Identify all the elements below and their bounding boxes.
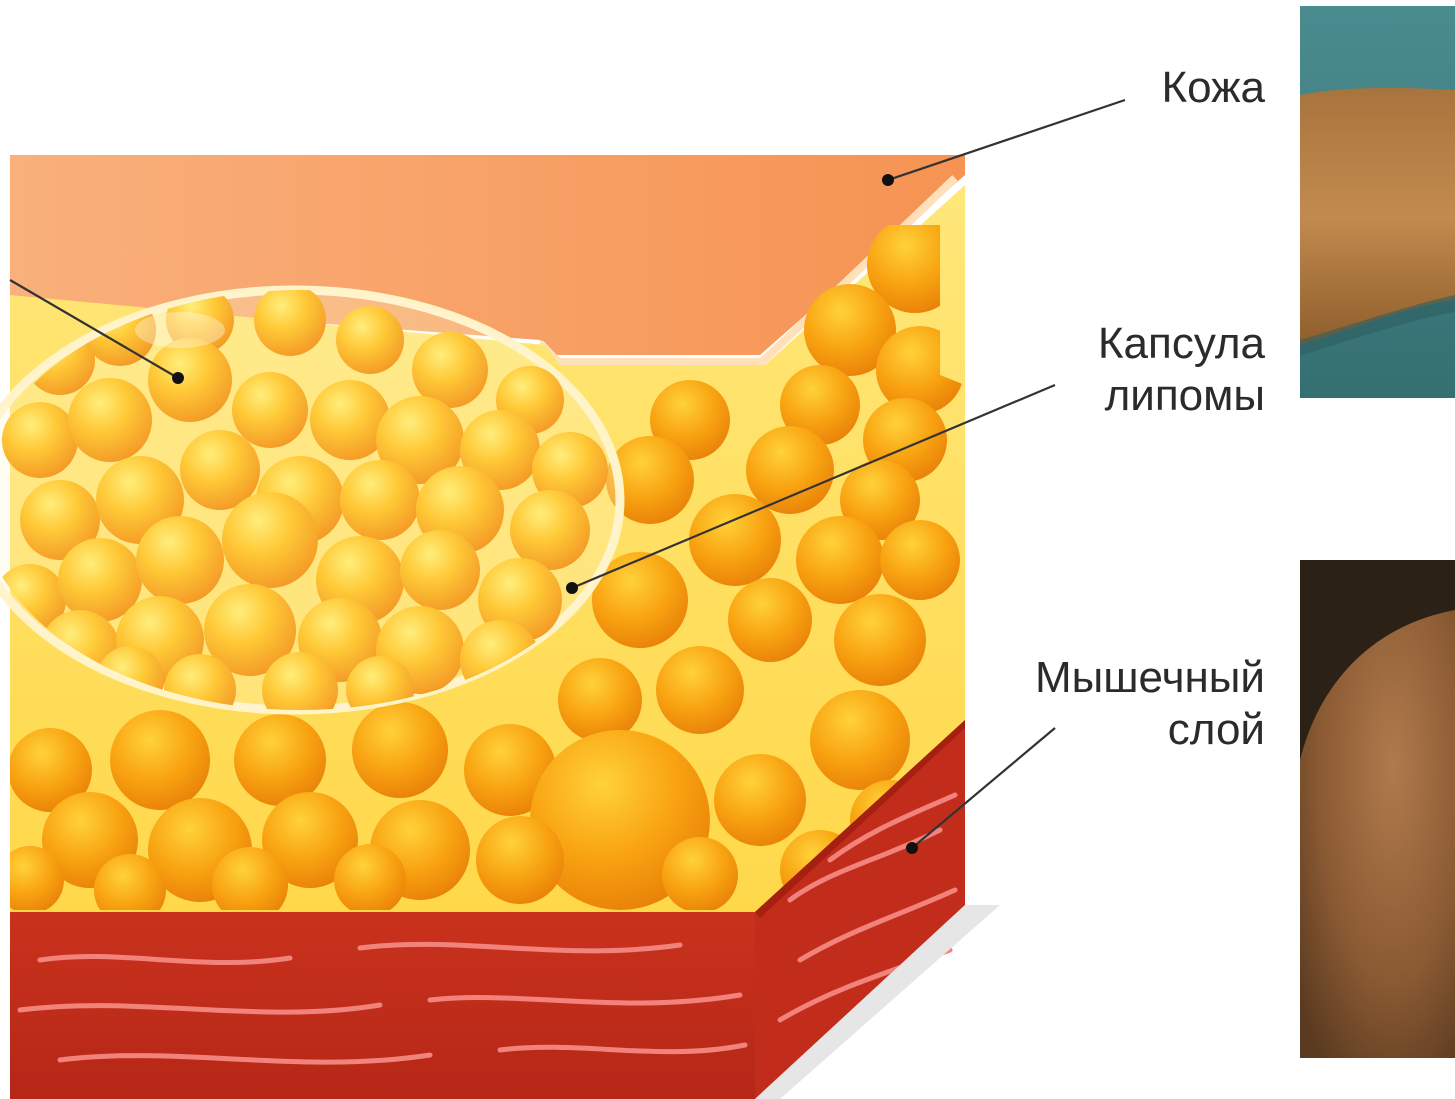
skin-pointer-line — [888, 100, 1125, 180]
muscle-label-line1: Мышечный — [1035, 652, 1265, 704]
muscle-pointer-dot — [906, 842, 918, 854]
fat-cell — [810, 690, 910, 790]
fat-cell — [728, 578, 812, 662]
skin-label-text: Кожа — [1161, 62, 1265, 114]
skin-pointer-dot — [882, 174, 894, 186]
capsule-pointer-dot — [566, 582, 578, 594]
muscle-label: Мышечный слой — [1035, 652, 1265, 756]
fat-cell — [334, 844, 406, 916]
fat-cell — [714, 754, 806, 846]
capsule-label: Капсула липомы — [1098, 318, 1265, 422]
photo-top — [1300, 6, 1455, 398]
photo-bottom — [1300, 560, 1455, 1058]
capsule-label-line2: липомы — [1098, 370, 1265, 422]
tissue-block — [0, 155, 1000, 1099]
muscle-label-line2: слой — [1035, 704, 1265, 756]
fat-cell — [110, 710, 210, 810]
fat-cell — [476, 816, 564, 904]
skin-label: Кожа — [1161, 62, 1265, 114]
fat-cell — [558, 658, 642, 742]
cells-pointer-dot — [172, 372, 184, 384]
fat-cell — [689, 494, 781, 586]
fat-cell — [834, 594, 926, 686]
fat-cell — [352, 702, 448, 798]
fat-cell — [656, 646, 744, 734]
fat-cell — [662, 837, 738, 913]
fat-cell — [880, 520, 960, 600]
fat-cell — [746, 426, 834, 514]
capsule-label-line1: Капсула — [1098, 318, 1265, 370]
fat-cell — [796, 516, 884, 604]
